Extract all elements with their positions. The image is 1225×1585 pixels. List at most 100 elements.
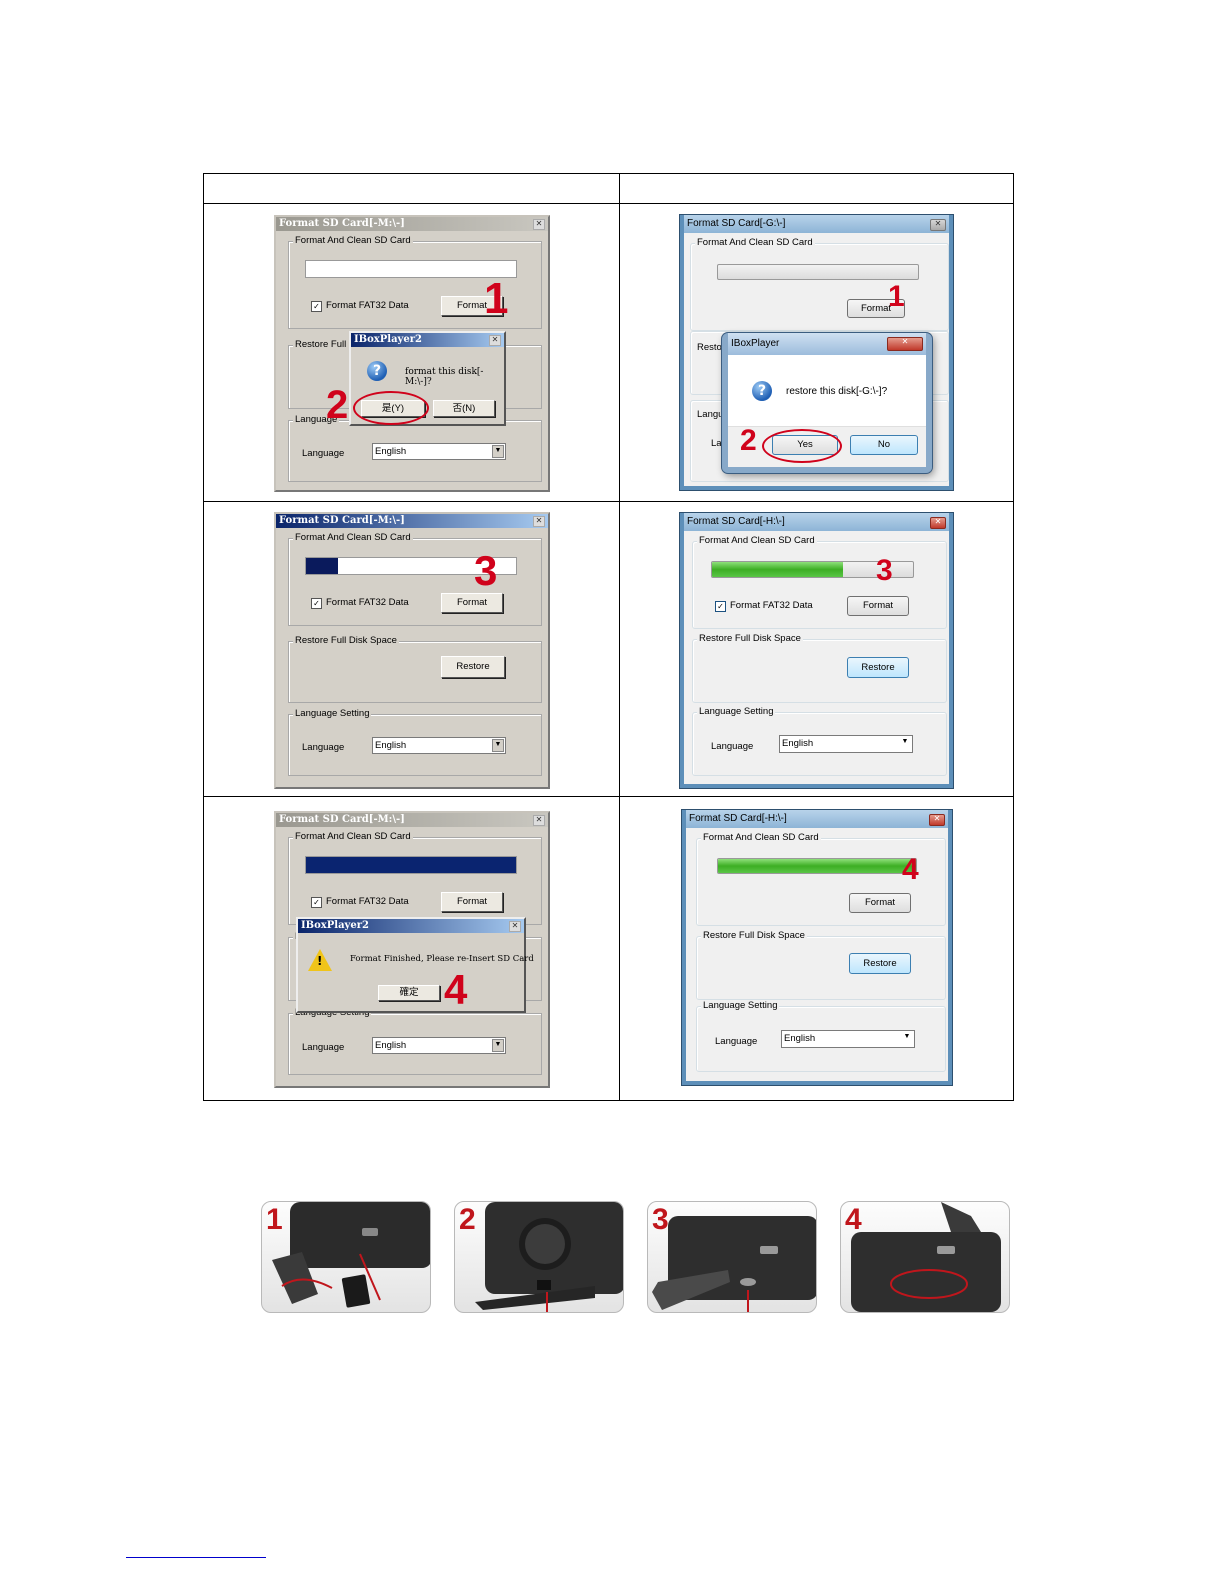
table-header-right xyxy=(619,173,1014,204)
window-titlebar: Format SD Card[-M:\-] ✕ xyxy=(276,514,548,528)
no-button[interactable]: 否(N) xyxy=(433,400,495,417)
highlight-circle xyxy=(353,391,429,425)
progress-fill xyxy=(306,558,338,574)
format-button[interactable]: Format xyxy=(847,596,909,616)
no-button[interactable]: No xyxy=(850,435,918,455)
close-icon[interactable]: ✕ xyxy=(533,219,545,230)
window-title: Format SD Card[-G:\-] xyxy=(687,218,786,229)
dialog-message: restore this disk[-G:\-]? xyxy=(786,386,888,397)
table-cell-r3-left: Format SD Card[-M:\-] ✕ Format And Clean… xyxy=(203,796,620,1101)
language-label: Lan xyxy=(711,438,727,449)
close-icon[interactable]: ✕ xyxy=(930,219,946,231)
group-caption: Format And Clean SD Card xyxy=(293,532,413,543)
language-value: English xyxy=(375,446,407,457)
group-caption: Restore Full Disk Space xyxy=(697,633,803,644)
format-button[interactable]: Format xyxy=(441,892,503,912)
comparison-table: Format SD Card[-M:\-] ✕ Format And Clean… xyxy=(203,173,1014,1101)
language-label: Language xyxy=(302,448,345,459)
close-icon[interactable]: ✕ xyxy=(533,516,545,527)
fat32-checkbox[interactable]: ✓Format FAT32 Data xyxy=(715,600,813,612)
sd-card-slot-photo xyxy=(475,1202,623,1312)
close-icon[interactable]: ✕ xyxy=(929,814,945,826)
table-row: Format SD Card[-M:\-] ✕ Format And Clean… xyxy=(203,501,1014,797)
fat32-checkbox[interactable]: ✓Format FAT32 Data xyxy=(311,300,409,312)
progress-bar xyxy=(305,856,517,874)
format-group: Format And Clean SD Card Format xyxy=(696,832,946,926)
language-select[interactable]: English ▼ xyxy=(372,443,506,460)
question-icon: ? xyxy=(367,361,387,381)
language-group: Language Setting Language English ▼ xyxy=(692,706,947,776)
dialog-titlebar: IBoxPlayer ✕ xyxy=(728,333,926,355)
table-header-row xyxy=(203,173,1014,204)
format-group: Format And Clean SD Card ✓ Format FAT32 D… xyxy=(288,831,542,925)
group-caption: Format And Clean SD Card xyxy=(701,832,821,843)
language-group: Language Setting Language English ▼ xyxy=(696,1000,946,1072)
step-number: 4 xyxy=(902,853,919,886)
warning-icon: ! xyxy=(308,949,332,971)
dialog-title: IBoxPlayer2 xyxy=(301,920,369,931)
group-caption: Resto xyxy=(695,342,724,353)
close-icon[interactable]: ✕ xyxy=(509,921,521,932)
step-number: 4 xyxy=(444,966,468,1013)
fat32-checkbox[interactable]: ✓Format FAT32 Data xyxy=(311,597,409,609)
language-group: Language Setting Language English ▼ xyxy=(288,708,542,776)
table-cell-r2-left: Format SD Card[-M:\-] ✕ Format And Clean… xyxy=(203,501,620,797)
step-number: 3 xyxy=(876,554,893,587)
language-select[interactable]: English ▼ xyxy=(779,735,913,753)
group-caption: Language Setting xyxy=(701,1000,780,1011)
format-button[interactable]: Format xyxy=(441,296,503,316)
restore-button[interactable]: Restore xyxy=(847,657,909,678)
dialog-title: IBoxPlayer xyxy=(731,338,780,349)
checkbox-label: Format FAT32 Data xyxy=(730,600,813,611)
format-button[interactable]: Format xyxy=(847,299,905,318)
language-value: English xyxy=(375,1040,407,1051)
table-cell-r3-right: Format SD Card[-H:\-] ✕ Format And Clean… xyxy=(619,796,1014,1101)
dropdown-arrow-icon: ▼ xyxy=(492,739,504,752)
table-cell-r1-left: Format SD Card[-M:\-] ✕ Format And Clean… xyxy=(203,203,620,502)
step-number: 1 xyxy=(484,274,509,323)
window-title: Format SD Card[-H:\-] xyxy=(689,813,787,824)
close-icon[interactable]: ✕ xyxy=(489,335,501,346)
format-sd-window: Format SD Card[-H:\-] ✕ Format And Clean… xyxy=(680,513,953,788)
language-label: Language xyxy=(711,741,754,752)
dialog-titlebar: IBoxPlayer2 ✕ xyxy=(351,333,504,347)
close-icon[interactable]: ✕ xyxy=(533,815,545,826)
photo-step-2: 2 xyxy=(454,1201,624,1313)
restore-button[interactable]: Restore xyxy=(441,656,505,678)
language-select[interactable]: English ▼ xyxy=(372,737,506,754)
highlight-circle xyxy=(762,429,842,463)
progress-bar xyxy=(717,858,917,874)
table-cell-r2-right: Format SD Card[-H:\-] ✕ Format And Clean… xyxy=(619,501,1014,797)
fat32-checkbox[interactable]: ✓ Format FAT32 Data xyxy=(311,896,409,908)
confirm-dialog: IBoxPlayer ✕ ? restore this disk[-G:\-]?… xyxy=(722,333,932,473)
checkbox-label: Format FAT32 Data xyxy=(326,896,409,907)
close-icon[interactable]: ✕ xyxy=(930,517,946,529)
window-titlebar: Format SD Card[-G:\-] ✕ xyxy=(684,215,949,233)
sd-card-insert-photo xyxy=(272,1202,430,1308)
language-select[interactable]: English ▼ xyxy=(372,1037,506,1054)
step-number: 2 xyxy=(740,424,757,457)
format-button[interactable]: Format xyxy=(849,893,911,913)
dropdown-arrow-icon: ▼ xyxy=(492,1039,504,1052)
language-select[interactable]: English ▼ xyxy=(781,1030,915,1048)
ok-button[interactable]: 確定 xyxy=(378,985,440,1001)
checkbox-label: Format FAT32 Data xyxy=(326,300,409,311)
footer-link-underline xyxy=(126,1557,266,1558)
step-number: 4 xyxy=(845,1203,862,1236)
group-caption: Language Setting xyxy=(293,708,372,719)
finish-dialog: IBoxPlayer2 ✕ ! Format Finished, Please … xyxy=(296,917,534,1013)
group-caption: Format And Clean SD Card xyxy=(293,831,413,842)
restore-button[interactable]: Restore xyxy=(849,953,911,974)
format-sd-window: Format SD Card[-M:\-] ✕ Format And Clean… xyxy=(274,811,550,1088)
step-number: 3 xyxy=(474,547,498,594)
group-caption: Format And Clean SD Card xyxy=(695,237,815,248)
language-value: English xyxy=(782,738,814,749)
photo-step-3: 3 xyxy=(647,1201,817,1313)
close-icon[interactable]: ✕ xyxy=(887,337,923,351)
window-title: Format SD Card[-M:\-] xyxy=(279,218,405,229)
format-button[interactable]: Format xyxy=(441,593,503,613)
checkbox-check-icon: ✓ xyxy=(311,897,322,908)
progress-fill xyxy=(306,857,516,873)
language-group: Language Setting Language English ▼ xyxy=(288,1007,542,1075)
question-icon: ? xyxy=(752,381,772,401)
